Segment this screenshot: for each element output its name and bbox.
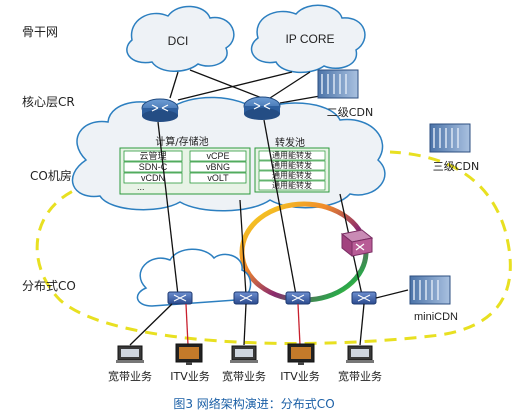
access-switch-2 (233, 291, 259, 305)
terminal-pc-2 (230, 345, 258, 363)
core-router-left (141, 98, 179, 122)
forward-pool: 转发池 通用能转发 通用能转发 通用能转发 通用能转发 (254, 136, 330, 193)
compute-item-vcdn: vCDN (141, 173, 165, 183)
compute-item-vcpe: vCPE (206, 151, 229, 161)
compute-pool-title: 计算/存储池 (155, 135, 208, 148)
forward-item-4: 通用能转发 (272, 180, 312, 190)
forwarding-switch (340, 229, 374, 258)
service-label-4: ITV业务 (280, 370, 320, 383)
compute-pool: 计算/存储池 云管理 SDN-C vCDN ... vCPE vBNG vOLT (119, 135, 251, 195)
service-label-1: 宽带业务 (108, 369, 152, 383)
access-switch-3 (285, 291, 311, 305)
access-switch-1 (167, 291, 193, 305)
service-label-2: ITV业务 (170, 370, 210, 383)
access-links (129, 289, 409, 346)
cdn-level2-label: 二级CDN (327, 106, 373, 119)
compute-item-sdnc: SDN-C (139, 162, 168, 172)
service-label-5: 宽带业务 (338, 369, 382, 383)
forward-pool-title: 转发池 (275, 136, 305, 149)
dci-cloud: DCI (126, 5, 235, 72)
forward-item-3: 通用能转发 (272, 170, 312, 180)
distributed-co-region (35, 150, 512, 345)
terminal-tv-1 (175, 343, 203, 365)
service-label-3: 宽带业务 (222, 369, 266, 383)
cdn-level3-server: 三级CDN (429, 123, 479, 173)
core-router-right (243, 96, 281, 120)
dci-label: DCI (168, 34, 189, 48)
terminal-pc-3 (346, 345, 374, 363)
compute-pool-right-items: vCPE vBNG vOLT (189, 150, 247, 184)
ipcore-label: IP CORE (285, 32, 334, 46)
cdn-mini-server: miniCDN (409, 275, 458, 323)
cdn-mini-label: miniCDN (414, 311, 458, 323)
compute-item-cloud-mgmt: 云管理 (139, 150, 166, 162)
compute-item-vbng: vBNG (206, 162, 230, 172)
backbone-links (169, 69, 321, 104)
terminal-pc-1 (116, 345, 144, 363)
compute-item-volt: vOLT (207, 173, 229, 183)
cdn-level2-server: 二级CDN (317, 69, 373, 119)
layer-label-co: CO机房 (30, 168, 72, 183)
layer-label-core: 核心层CR (22, 95, 75, 109)
ipcore-cloud: IP CORE (250, 4, 366, 74)
figure-caption: 图3 网络架构演进：分布式CO (173, 396, 334, 411)
core-to-access-links (157, 119, 363, 296)
compute-item-more: ... (137, 182, 145, 192)
distributed-cloud (136, 248, 252, 307)
forward-item-2: 通用能转发 (272, 160, 312, 170)
layer-label-backbone: 骨干网 (22, 25, 58, 39)
access-switch-4 (351, 291, 377, 305)
terminal-tv-2 (287, 343, 315, 365)
layer-label-distributed: 分布式CO (22, 279, 76, 293)
forward-item-1: 通用能转发 (272, 150, 312, 160)
cdn-level3-label: 三级CDN (433, 160, 479, 173)
compute-pool-left-items: 云管理 SDN-C vCDN ... (123, 150, 183, 192)
